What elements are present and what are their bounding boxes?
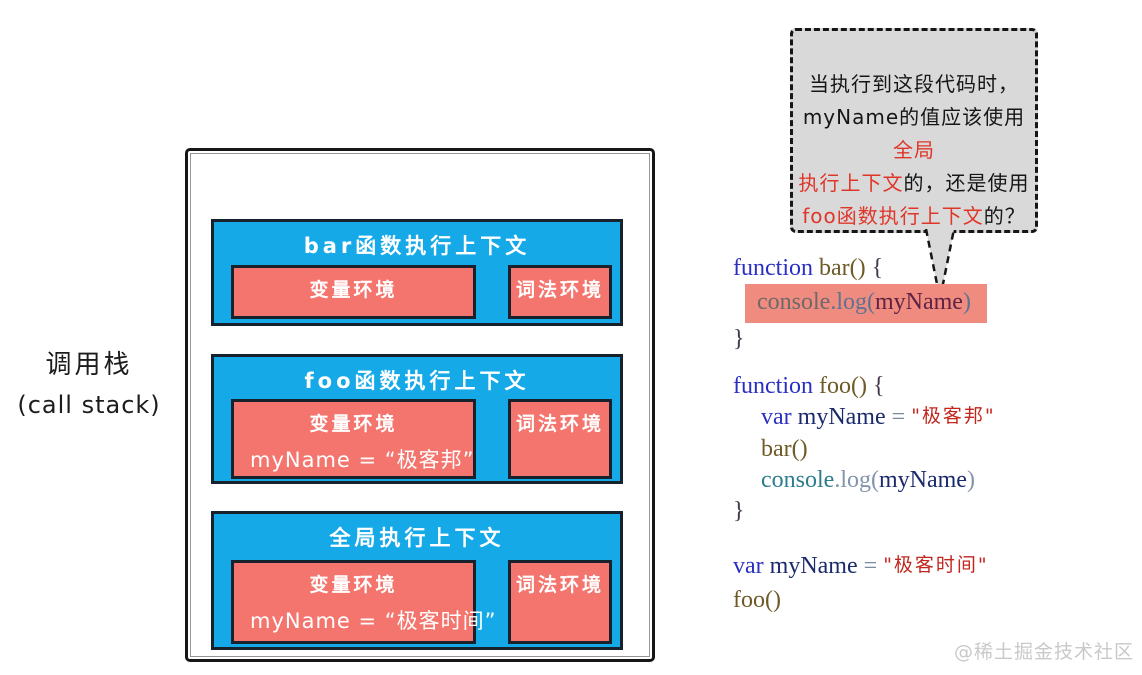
code-line: var myName = "极客时间": [733, 550, 989, 584]
code-block-bar: function bar() { console.log(myName) }: [733, 252, 987, 355]
lexical-env-title: 词法环境: [515, 574, 604, 596]
bubble-text-segment: myName的值应该使用: [802, 105, 1026, 129]
code-token: }: [733, 326, 745, 352]
call-stack-label-zh: 调用栈: [45, 350, 133, 380]
lexical-env-box: 词法环境: [508, 560, 612, 644]
code-token: {: [871, 255, 884, 281]
call-stack-label: 调用栈 (call stack): [8, 344, 170, 419]
bubble-line: 执行上下文的，还是使用: [793, 167, 1035, 200]
code-token: function: [733, 255, 819, 281]
code-block-global: var myName = "极客时间" foo(): [733, 550, 989, 617]
code-token: foo(): [818, 373, 873, 399]
bubble-line: foo函数执行上下文的？: [793, 200, 1035, 233]
speech-bubble: 当执行到这段代码时， myName的值应该使用全局 执行上下文的，还是使用 fo…: [790, 28, 1038, 233]
bubble-text-segment: 的？: [983, 204, 1026, 228]
variable-binding: myName = “极客时间”: [250, 609, 497, 633]
bubble-text-segment: 的，还是使用: [903, 171, 1030, 195]
code-line-highlighted: console.log(myName): [733, 284, 987, 323]
code-token: function: [733, 373, 819, 399]
code-token: myName: [878, 467, 967, 493]
bubble-text-segment-red: 全局: [893, 138, 935, 162]
code-token: console: [757, 289, 831, 315]
code-line: function foo() {: [733, 371, 996, 402]
bubble-text-segment: 当执行到这段代码时，: [809, 72, 1019, 96]
code-token: myName: [797, 404, 886, 430]
code-line: }: [733, 323, 987, 355]
bubble-text-segment-red: 执行上下文: [798, 171, 904, 195]
lexical-env-box: 词法环境: [508, 265, 612, 319]
code-token: bar(): [761, 436, 808, 462]
code-token-string: "极客时间": [883, 554, 989, 576]
code-token: =: [885, 404, 912, 430]
variable-env-box: 变量环境: [231, 265, 476, 319]
code-token: myName: [874, 289, 963, 315]
lexical-env-box: 词法环境: [508, 399, 612, 479]
code-token: }: [733, 498, 745, 524]
code-line: bar(): [761, 434, 996, 465]
code-token: ): [966, 467, 975, 493]
call-stack-container: bar函数执行上下文 变量环境 词法环境 foo函数执行上下文 变量环境 myN…: [185, 148, 655, 662]
code-token: var: [733, 553, 770, 579]
code-token: ): [962, 289, 971, 315]
code-block-foo: function foo() { var myName = "极客邦" bar(…: [733, 371, 996, 527]
code-token: var: [761, 404, 798, 430]
watermark: @稀土掘金技术社区: [953, 641, 1134, 663]
code-line: foo(): [733, 584, 989, 617]
code-token: bar(): [818, 255, 872, 281]
code-token: =: [857, 553, 884, 579]
frame-title: foo函数执行上下文: [304, 369, 530, 393]
variable-binding: myName = “极客邦”: [250, 448, 475, 472]
execution-context-frame-foo: foo函数执行上下文 变量环境 myName = “极客邦” 词法环境: [211, 354, 623, 484]
frame-title: bar函数执行上下文: [303, 234, 531, 258]
call-stack-label-en: (call stack): [17, 391, 161, 419]
code-highlight: console.log(myName): [745, 284, 987, 323]
variable-env-box: 变量环境 myName = “极客时间”: [231, 560, 497, 644]
code-line: }: [733, 496, 996, 527]
execution-context-frame-global: 全局执行上下文 变量环境 myName = “极客时间” 词法环境: [211, 511, 623, 650]
code-token: foo(): [733, 587, 781, 613]
code-token: .log(: [830, 289, 875, 315]
speech-bubble-text: 当执行到这段代码时， myName的值应该使用全局 执行上下文的，还是使用 fo…: [793, 68, 1035, 233]
lexical-env-title: 词法环境: [515, 413, 604, 435]
code-line: function bar() {: [733, 252, 987, 284]
execution-context-frame-bar: bar函数执行上下文 变量环境 词法环境: [211, 219, 623, 326]
code-token: .log(: [834, 467, 879, 493]
code-token: myName: [769, 553, 858, 579]
lexical-env-title: 词法环境: [515, 279, 604, 301]
variable-env-title: 变量环境: [309, 413, 398, 435]
bubble-line: 当执行到这段代码时，: [793, 68, 1035, 101]
code-line: console.log(myName): [761, 465, 996, 496]
speech-bubble-tail: [925, 229, 956, 300]
code-token: console: [761, 467, 835, 493]
variable-env-title: 变量环境: [309, 279, 398, 301]
variable-env-title: 变量环境: [309, 574, 398, 596]
code-token: {: [872, 373, 885, 399]
frame-title: 全局执行上下文: [329, 526, 505, 550]
bubble-text-segment-red: foo函数执行上下文: [802, 204, 984, 228]
code-token-string: "极客邦": [911, 405, 996, 427]
bubble-line: myName的值应该使用全局: [793, 101, 1035, 167]
code-line: var myName = "极客邦": [761, 402, 996, 434]
variable-env-box: 变量环境 myName = “极客邦”: [231, 399, 476, 479]
